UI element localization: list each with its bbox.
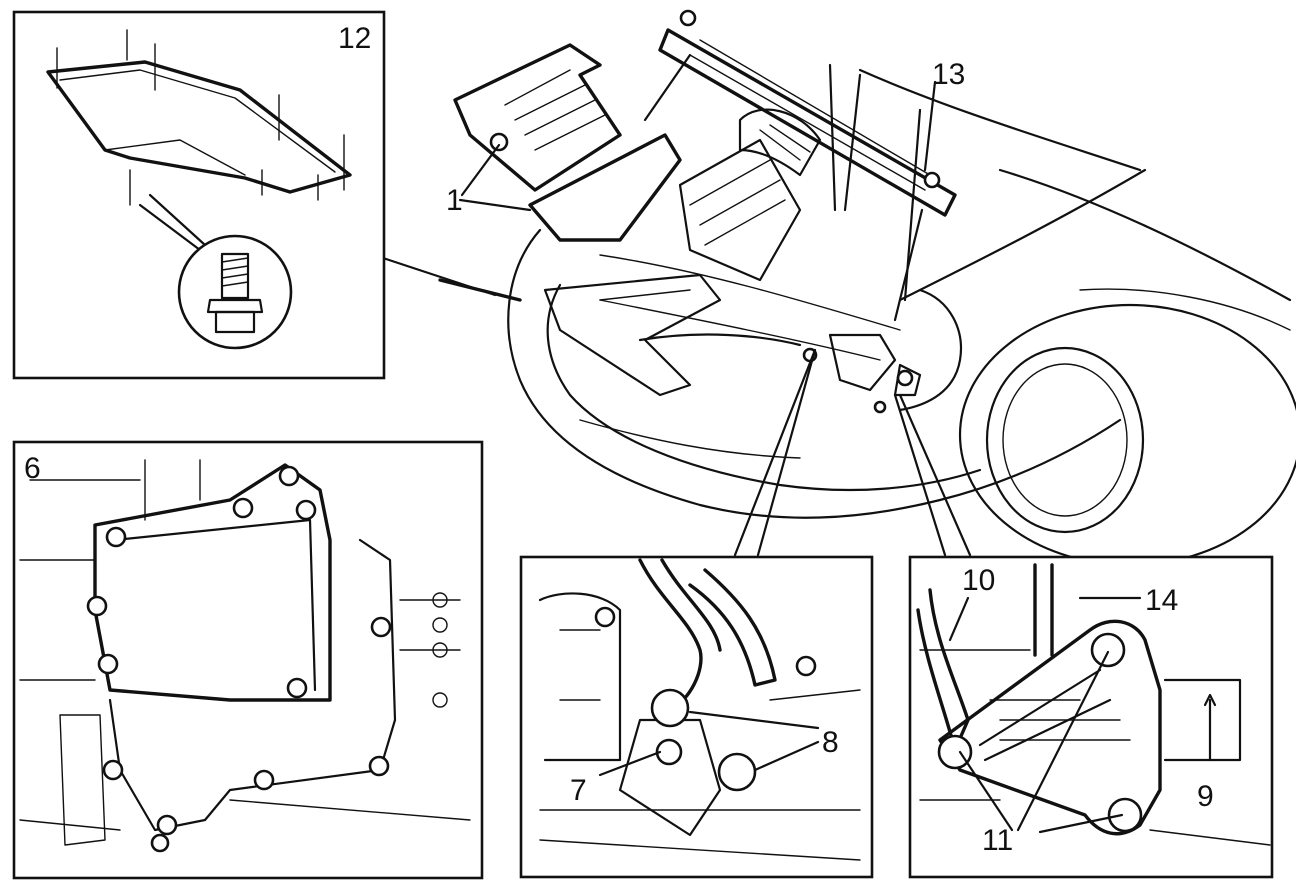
engine-bay-view: [453, 9, 1296, 567]
detail-pointers: [381, 256, 972, 557]
callout-9: 9: [1197, 780, 1214, 813]
callout-7: 7: [570, 774, 587, 807]
callout-1: 1: [446, 184, 463, 217]
callout-11: 11: [982, 824, 1013, 857]
transmission-mount: [938, 619, 1162, 836]
callout-6: 6: [24, 452, 41, 485]
wheel-rim: [985, 346, 1145, 534]
front-wheel: [958, 303, 1296, 567]
callout-12: 12: [338, 22, 371, 55]
oil-pan-cover: [93, 463, 332, 702]
car-body-outline: [507, 228, 1122, 519]
engine-support-bar: [658, 28, 957, 217]
bolt-magnifier: [177, 234, 293, 350]
car-body-inner: [546, 283, 982, 492]
callout-8: 8: [822, 726, 839, 759]
detail-box-6: 6: [12, 440, 484, 880]
mount-bracket: [618, 718, 722, 837]
detail-box-9-14: 10 14 9 11: [908, 555, 1274, 879]
callout-13: 13: [932, 58, 965, 91]
splash-shield: [46, 60, 352, 194]
flange-bolt-icon: [206, 252, 264, 334]
callout-10: 10: [962, 564, 995, 597]
detail-box-12: 12: [12, 10, 386, 380]
engine-cover-plate: [453, 43, 622, 192]
pan-bolts: [86, 465, 448, 853]
callout-14: 14: [1145, 584, 1178, 617]
coolant-hose: [688, 568, 777, 687]
detail-box-7-8: 8 7: [519, 555, 874, 879]
